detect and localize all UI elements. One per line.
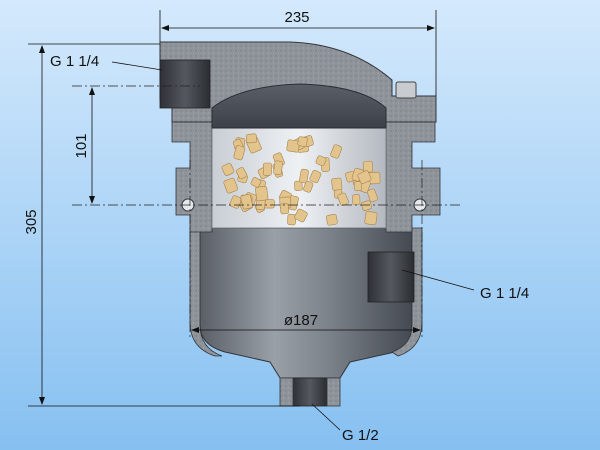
packing-ring — [279, 203, 289, 215]
inlet-port — [159, 59, 211, 109]
packing-ring — [287, 213, 297, 226]
drain-thread-label: G 1/2 — [342, 427, 379, 444]
packing-ring — [353, 181, 363, 192]
packing-ring — [303, 180, 314, 193]
packing-ring — [240, 193, 254, 210]
outlet-port — [367, 251, 415, 303]
dim-101-label: 101 — [73, 133, 90, 158]
leader-drain — [311, 403, 341, 431]
packing-ring — [331, 177, 343, 191]
packing-ring — [294, 180, 303, 191]
packing-ring — [245, 133, 258, 144]
dim-235-label: 235 — [284, 9, 309, 26]
packing-ring — [315, 155, 327, 167]
outlet-thread-label: G 1 1/4 — [480, 285, 529, 302]
packing-rings — [221, 133, 381, 226]
packing-ring — [361, 200, 372, 211]
leader-outlet — [401, 269, 475, 291]
inlet-thread-label: G 1 1/4 — [50, 53, 99, 70]
packing-ring — [263, 199, 275, 209]
packing-ring — [364, 211, 378, 226]
dim-305-label: 305 — [23, 209, 40, 234]
leaders — [111, 61, 475, 431]
packing-ring — [357, 170, 372, 184]
packing-ring — [326, 214, 338, 226]
packing-ring — [294, 208, 308, 223]
housing-wall-right — [391, 227, 423, 357]
packing-ring — [235, 167, 248, 180]
drain-port-bore — [292, 377, 328, 407]
drain-port-wall — [279, 377, 341, 407]
packing-ring — [233, 145, 246, 161]
packing-ring — [309, 169, 322, 184]
packing-ring — [367, 188, 378, 203]
cover-bolt — [395, 81, 417, 99]
dim-187-label: ø187 — [284, 312, 318, 329]
packing-ring — [273, 160, 283, 175]
packing-ring — [299, 168, 309, 184]
packing-ring — [250, 177, 262, 188]
center-lines — [72, 85, 460, 340]
packing-ring — [330, 144, 343, 159]
packing-ring — [223, 177, 239, 194]
packing-ring — [262, 162, 272, 176]
packing-ring — [352, 194, 361, 206]
dimension-lines — [28, 10, 437, 407]
packing-ring — [297, 136, 308, 147]
packing-ring — [362, 160, 374, 173]
packing-ring — [337, 192, 349, 206]
dome-cap — [211, 83, 387, 129]
leader-inlet — [111, 61, 163, 71]
packing-ring — [221, 162, 235, 177]
packing-ring — [286, 139, 300, 153]
filter-body — [159, 41, 441, 407]
chamber-wall-right — [385, 121, 441, 233]
packing-ring — [255, 185, 269, 202]
